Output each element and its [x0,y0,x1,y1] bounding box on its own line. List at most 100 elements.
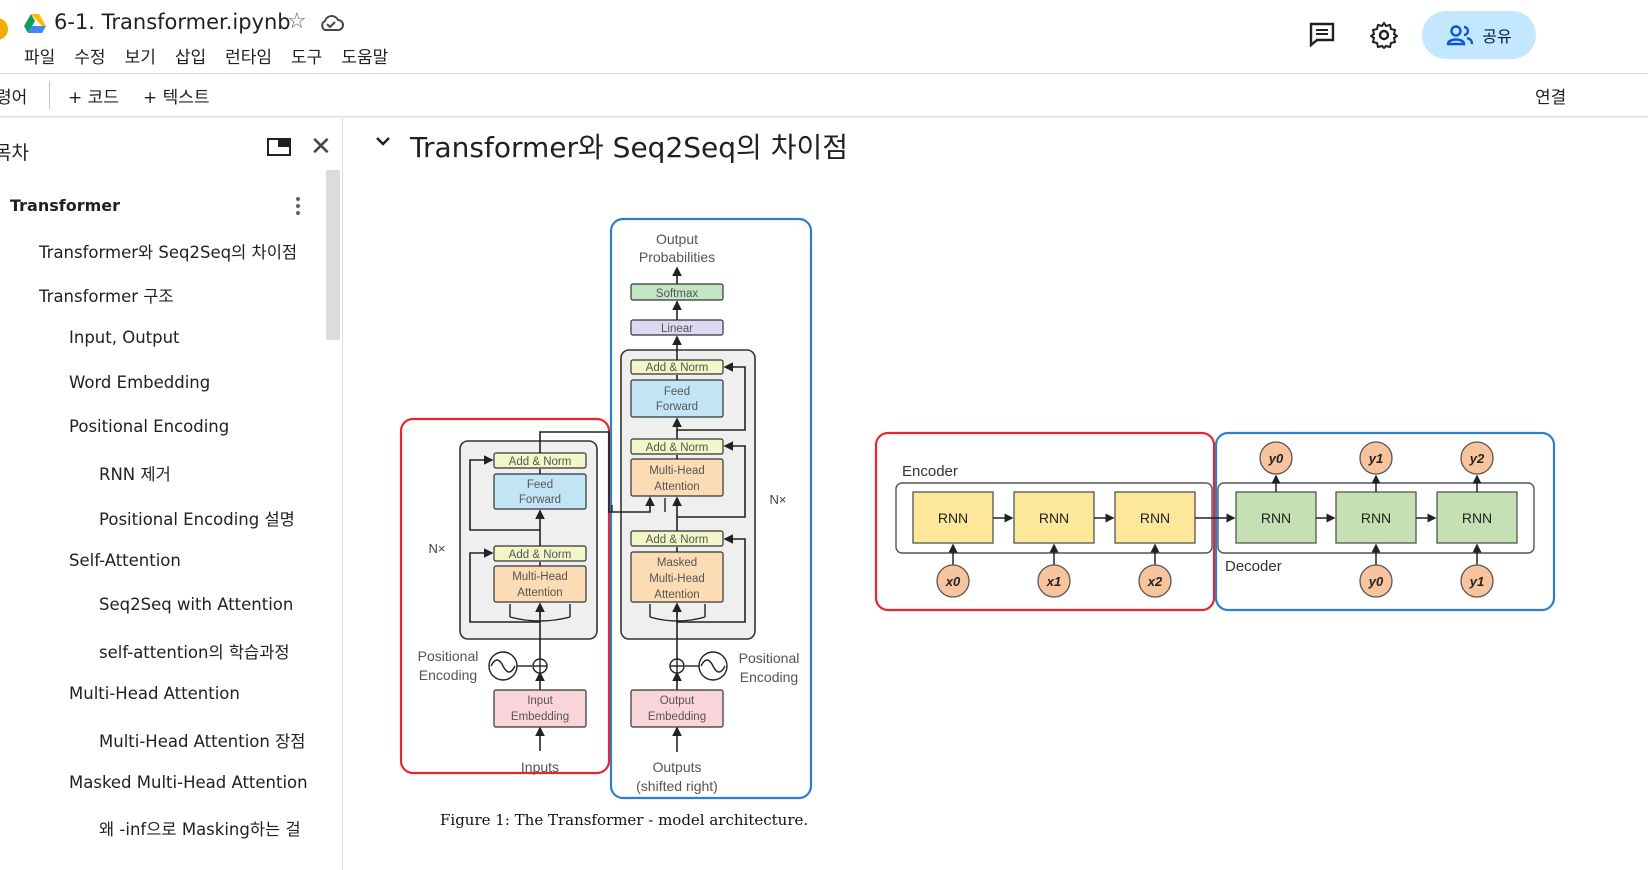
chevron-down-icon[interactable] [374,132,392,150]
menu-runtime[interactable]: 런타임 [225,48,273,68]
encoder-rnn-cell [1114,491,1196,544]
rnn-label: RNN [1039,510,1069,526]
toc-item[interactable]: Multi-Head Attention [69,684,240,703]
masked-label-3: Attention [654,589,699,601]
star-icon[interactable]: ☆ [287,9,307,34]
menu-tools[interactable]: 도구 [291,48,323,68]
figure-caption: Figure 1: The Transformer - model archit… [440,811,809,829]
masked-label-2: Multi-Head [649,573,705,585]
menu-bar: 파일 수정 보기 삽입 런타임 도구 도움말 [24,43,407,68]
decoder-rnn-cell [1235,491,1317,544]
transformer-architecture-figure: Add & Norm Feed Forward Add & Norm Multi… [399,217,813,800]
sidebar-scrollbar[interactable] [326,170,340,340]
toc-item[interactable]: Transformer와 Seq2Seq의 차이점 [39,243,298,262]
output-embedding [630,689,724,728]
outputs-label-2: (shifted right) [636,778,718,794]
toc-item[interactable]: Masked Multi-Head Attention [69,773,308,792]
menu-insert[interactable]: 삽입 [174,48,207,68]
decoder-label: Decoder [1225,558,1282,575]
menu-file[interactable]: 파일 [24,48,56,68]
google-drive-icon [24,14,46,33]
menu-help[interactable]: 도움말 [341,48,389,68]
menu-view[interactable]: 보기 [124,48,156,68]
masked-label-1: Masked [657,557,697,569]
add-code-button[interactable]: + 코드 [68,88,119,108]
inputs-label: Inputs [521,759,559,775]
toc-item[interactable]: RNN 제거 [99,465,171,484]
softmax-label: Softmax [656,288,698,300]
enc-ff-label-2: Forward [519,494,561,506]
enc-add-norm-1-label: Add & Norm [509,549,572,561]
gear-icon[interactable] [1370,21,1398,49]
rnn-label: RNN [938,510,968,526]
token-y1-out: y1 [1368,451,1383,466]
toc-item[interactable]: Positional Encoding 설명 [99,510,295,529]
token-y2-out: y2 [1469,451,1485,466]
toc-title: 목차 [0,142,29,164]
commands-button[interactable]: 령어 [0,88,28,108]
seq2seq-decoder-box [1214,431,1556,612]
token-y1-in: y1 [1469,574,1484,589]
enc-add-norm-2-label: Add & Norm [509,456,572,468]
more-options-icon[interactable] [291,195,305,219]
dec-pos-label-1: Positional [739,650,800,666]
cloud-icon[interactable] [318,12,344,34]
decoder-rnn-cell [1436,491,1518,544]
notebook-title[interactable]: 6-1. Transformer.ipynb [54,10,291,34]
dec-pos-label-2: Encoding [740,669,798,685]
token-y0-in: y0 [1368,574,1384,589]
output-emb-label-1: Output [660,695,695,707]
toc-item[interactable]: Transformer 구조 [39,287,174,306]
toc-item[interactable]: Transformer [10,196,121,215]
encoder-rnn-cell [1013,491,1095,544]
input-emb-label-2: Embedding [511,711,569,723]
toc-item[interactable]: Self-Attention [69,551,181,570]
dec-add-norm-3-label: Add & Norm [646,362,709,374]
close-icon[interactable]: ✕ [310,132,332,162]
toolbar: 령어 + 코드 + 텍스트 연결 [0,75,1648,117]
share-label: 공유 [1482,27,1512,46]
decoder-rnn-cell [1335,491,1417,544]
notebook-main: Transformer와 Seq2Seq의 차이점 [344,118,1648,870]
open-in-tab-icon[interactable] [267,137,291,157]
table-of-contents-panel: 목차 ✕ Transformer Transformer와 Seq2Seq의 차… [0,118,343,870]
rnn-label: RNN [1361,510,1391,526]
colab-logo-icon[interactable] [0,18,8,40]
token-x2: x2 [1147,574,1163,589]
dec-add-norm-1-label: Add & Norm [646,534,709,546]
toolbar-divider [49,81,50,109]
token-x1: x1 [1046,574,1061,589]
toc-item[interactable]: Multi-Head Attention 장점 [99,732,306,751]
rnn-label: RNN [1462,510,1492,526]
share-button[interactable]: 공유 [1422,11,1536,59]
dec-add-norm-2-label: Add & Norm [646,442,709,454]
toc-item[interactable]: Input, Output [69,328,180,347]
dec-mha-label-1: Multi-Head [649,465,705,477]
header: 6-1. Transformer.ipynb ☆ 파일 수정 보기 삽입 런타임… [0,0,1648,74]
seq2seq-encoder-box [874,431,1216,612]
toc-item[interactable]: self-attention의 학습과정 [99,643,290,662]
linear-label: Linear [661,323,693,335]
toc-item[interactable]: Word Embedding [69,373,211,392]
toc-item[interactable]: Seq2Seq with Attention [99,595,294,614]
toc-item[interactable]: Positional Encoding [69,417,230,436]
encoder-rnn-cell [912,491,994,544]
encoder-highlight-box [399,417,611,775]
comment-icon[interactable] [1308,21,1336,47]
toc-item[interactable]: 왜 -inf으로 Masking하는 걸 [99,820,301,839]
token-y0-out: y0 [1268,451,1284,466]
decoder-highlight-box [609,217,813,800]
people-icon [1447,25,1474,46]
menu-edit[interactable]: 수정 [74,48,106,68]
encoder-stack [459,440,598,640]
dec-ff-label-1: Feed [664,386,690,398]
connect-button[interactable]: 연결 [1535,88,1567,108]
enc-mha-label-1: Multi-Head [512,571,568,583]
outputs-label-1: Outputs [652,759,701,775]
input-emb-label-1: Input [527,695,553,707]
input-embedding [493,689,587,728]
dec-mha-label-2: Attention [654,481,699,493]
add-text-button[interactable]: + 텍스트 [143,88,210,108]
rnn-label: RNN [1140,510,1170,526]
encoder-label: Encoder [902,463,958,480]
